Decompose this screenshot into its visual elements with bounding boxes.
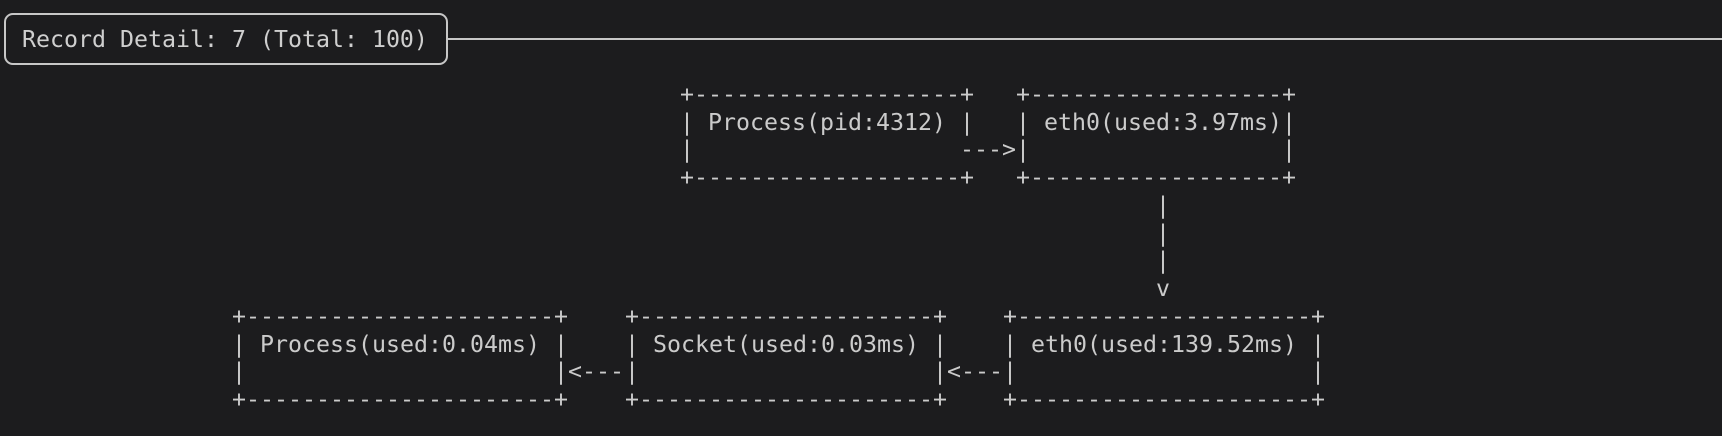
node-socket: +---------------------+ | Socket(used:0.…	[625, 303, 947, 414]
right-arrow-icon: --->	[960, 136, 1016, 163]
left-arrow-icon-1: <---	[568, 358, 624, 385]
node-eth0-bottom: +---------------------+ | eth0(used:139.…	[1003, 303, 1325, 414]
node-process-used: +----------------------+ | Process(used:…	[232, 303, 568, 414]
left-arrow-icon-2: <---	[947, 358, 1003, 385]
down-arrow-icon: | | | v	[1156, 192, 1170, 303]
header-rule	[446, 38, 1722, 40]
node-process-pid: +-------------------+ | Process(pid:4312…	[680, 81, 974, 192]
node-eth0-top: +------------------+ | eth0(used:3.97ms)…	[1016, 81, 1296, 192]
record-detail-header: Record Detail: 7 (Total: 100)	[4, 13, 448, 65]
record-detail-title: Record Detail: 7 (Total: 100)	[22, 25, 428, 53]
